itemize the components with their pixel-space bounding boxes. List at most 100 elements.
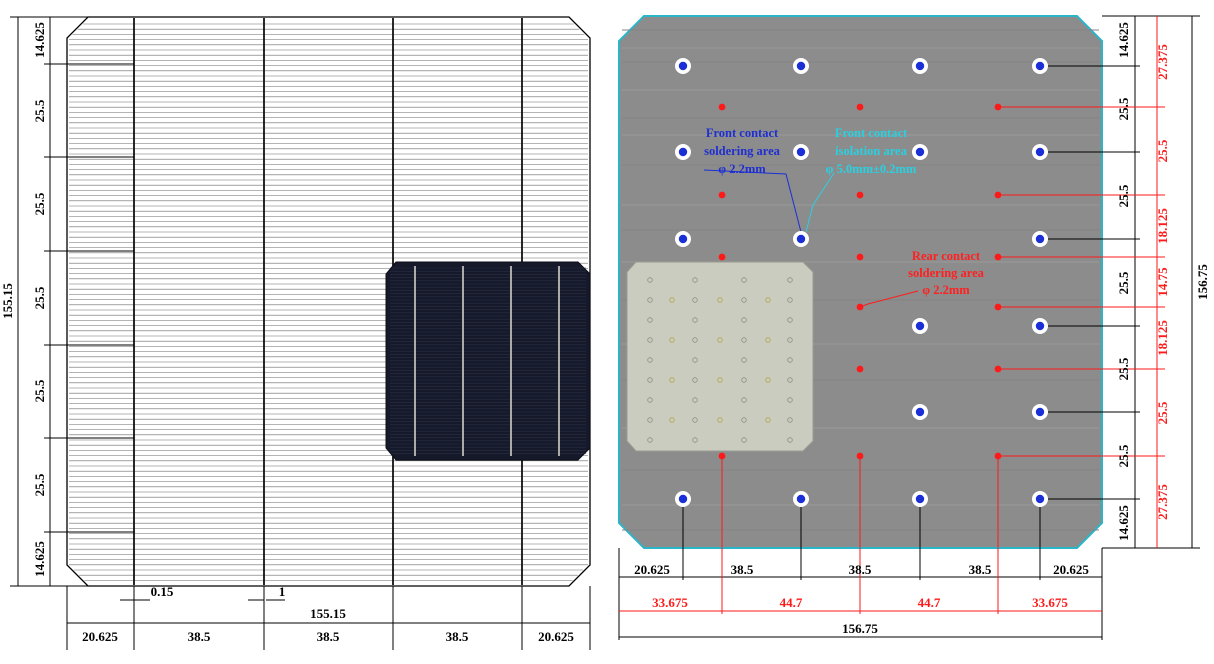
front-pad: [912, 144, 928, 160]
photo-dot: [787, 317, 793, 323]
rear-col-black-3: 38.5: [849, 562, 872, 577]
front-busbar-width-label: 1: [279, 584, 286, 599]
rear-col-black-5: 20.625: [1053, 562, 1089, 577]
rear-row-black-6: 25.5: [1116, 444, 1131, 467]
front-pad: [912, 404, 928, 420]
svg-text:isolation area: isolation area: [835, 144, 907, 158]
rear-col-black-1: 20.625: [634, 562, 670, 577]
photo-dot: [741, 337, 747, 343]
rear-pad: [994, 253, 1002, 261]
photo-dot: [741, 417, 747, 423]
front-bottom-dimension: [66, 586, 591, 650]
rear-row-pitch-black-labels: 14.625 25.5 25.5 25.5 25.5 25.5 14.625: [1116, 22, 1131, 541]
rear-row-black-4: 25.5: [1116, 271, 1131, 294]
rear-row-black-7: 14.625: [1116, 505, 1131, 541]
svg-text:φ 5.0mm±0.2mm: φ 5.0mm±0.2mm: [826, 162, 917, 176]
front-col-pitch-1: 20.625: [82, 629, 118, 644]
photo-dot: [787, 297, 793, 303]
rear-pad: [718, 452, 726, 460]
svg-text:φ 2.2mm: φ 2.2mm: [922, 283, 970, 297]
rear-pad: [856, 303, 864, 311]
front-row-pitch-7: 14.625: [32, 541, 47, 577]
photo-dot: [741, 297, 747, 303]
front-pad: [675, 231, 691, 247]
photo-dot: [765, 337, 771, 343]
rear-row-black-2: 25.5: [1116, 97, 1131, 120]
photo-dot: [669, 337, 675, 343]
rear-pad: [994, 303, 1002, 311]
photo-dot: [741, 357, 747, 363]
front-col-pitch-4: 38.5: [446, 629, 469, 644]
soldering-dot: [1035, 407, 1045, 417]
front-row-pitch-2: 25.5: [32, 99, 47, 122]
rear-row-black-1: 14.625: [1116, 22, 1131, 58]
rear-pad: [718, 253, 726, 261]
rear-row-red-5: 18.125: [1155, 320, 1170, 356]
soldering-dot: [796, 234, 806, 244]
photo-dot: [787, 337, 793, 343]
soldering-dot: [796, 494, 806, 504]
front-pad: [675, 144, 691, 160]
photo-dot: [717, 417, 723, 423]
front-col-pitch-2: 38.5: [188, 629, 211, 644]
rear-pad: [718, 191, 726, 199]
front-pad: [912, 491, 928, 507]
photo-dot: [787, 377, 793, 383]
front-column-pitch-labels: 20.625 38.5 38.5 38.5 20.625: [82, 629, 574, 644]
photo-dot: [692, 317, 698, 323]
rear-contact-soldering-label: Rear contact soldering area φ 2.2mm: [908, 249, 985, 297]
front-pad: [1032, 144, 1048, 160]
rear-pad: [856, 365, 864, 373]
soldering-dot: [678, 234, 688, 244]
rear-pad: [856, 191, 864, 199]
rear-bottom-black-dimension: [618, 499, 1103, 640]
rear-row-black-3: 25.5: [1116, 184, 1131, 207]
front-pad: [793, 144, 809, 160]
rear-row-red-3: 18.125: [1155, 208, 1170, 244]
rear-cell-photo: [626, 261, 814, 452]
front-pad: [793, 58, 809, 74]
front-finger-width-label: 0.15: [151, 584, 174, 599]
front-row-pitch-6: 25.5: [32, 473, 47, 496]
photo-dot: [787, 397, 793, 403]
front-cell-photo: [385, 261, 591, 461]
photo-dot: [692, 337, 698, 343]
photo-dot: [647, 297, 653, 303]
front-pad: [675, 491, 691, 507]
svg-text:Rear contact: Rear contact: [912, 249, 981, 263]
rear-row-pitch-red-labels: 27.375 25.5 18.125 14.75 18.125 25.5 27.…: [1155, 44, 1170, 520]
front-row-pitch-1: 14.625: [32, 22, 47, 58]
soldering-dot: [1035, 61, 1045, 71]
rear-col-red-1: 33.675: [652, 595, 688, 610]
svg-text:Front contact: Front contact: [835, 126, 908, 140]
soldering-dot: [1035, 321, 1045, 331]
photo-dot: [669, 417, 675, 423]
soldering-dot: [915, 494, 925, 504]
front-left-dimension: [10, 16, 134, 587]
soldering-dot: [796, 147, 806, 157]
photo-dot: [692, 417, 698, 423]
photo-dot: [741, 277, 747, 283]
photo-dot: [692, 437, 698, 443]
photo-dot: [787, 357, 793, 363]
rear-col-red-2: 44.7: [780, 595, 803, 610]
photo-dot: [647, 397, 653, 403]
photo-dot: [647, 317, 653, 323]
photo-dot: [741, 437, 747, 443]
photo-dot: [765, 377, 771, 383]
front-row-pitch-3: 25.5: [32, 192, 47, 215]
soldering-dot: [678, 494, 688, 504]
rear-total-height-label: 156.75: [1195, 264, 1210, 300]
rear-column-pitch-black-labels: 20.625 38.5 38.5 38.5 20.625: [634, 562, 1089, 577]
rear-col-red-4: 33.675: [1032, 595, 1068, 610]
photo-dot: [692, 397, 698, 403]
rear-pad: [856, 452, 864, 460]
photo-dot: [647, 437, 653, 443]
photo-dot: [787, 417, 793, 423]
photo-dot: [692, 377, 698, 383]
front-pad: [912, 318, 928, 334]
rear-right-black-dimension: [1040, 15, 1200, 549]
rear-view: 14.625 25.5 25.5 25.5 25.5 25.5 14.625 2…: [618, 15, 1210, 640]
